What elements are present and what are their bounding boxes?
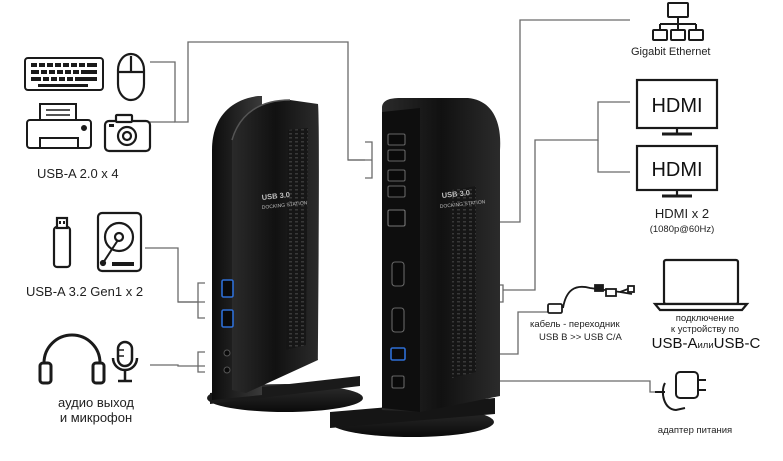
mouse-icon — [116, 52, 146, 102]
connector-lines-left — [145, 41, 373, 373]
printer-icon — [26, 103, 92, 149]
monitor-1-icon — [635, 78, 719, 136]
power-label: адаптер питания — [657, 425, 733, 436]
microphone-icon — [111, 340, 139, 383]
audio-label-line1: аудио выход — [58, 395, 134, 410]
front-badge-line2: DOCKING STATION — [262, 200, 308, 211]
usb-flash-drive-icon — [52, 216, 72, 269]
laptop-icon — [652, 258, 750, 312]
hdmi-res-label: (1080p@60Hz) — [649, 224, 715, 235]
connect-label-line2: к устройству по — [670, 324, 740, 335]
usb-cable-icon — [547, 284, 635, 314]
keyboard-icon — [24, 57, 104, 91]
connect-options: USB-AилиUSB-C — [646, 335, 766, 353]
network-icon — [652, 2, 704, 41]
docking-station-rear — [330, 98, 501, 437]
rear-badge-line2: DOCKING STATION — [440, 199, 486, 210]
monitor-2-text: HDMI — [651, 159, 702, 181]
ethernet-label: Gigabit Ethernet — [631, 46, 711, 58]
camera-icon — [103, 113, 152, 153]
connect-or: или — [697, 340, 714, 351]
headphones-icon — [38, 333, 106, 385]
hard-drive-icon — [96, 211, 143, 273]
cable-label-line2: USB B >> USB C/A — [539, 332, 622, 343]
front-badge-line1: USB 3.0 — [261, 190, 290, 202]
docking-station-front — [207, 96, 363, 412]
usb32-label: USB-A 3.2 Gen1 x 2 — [26, 284, 144, 299]
usb2-label: USB-A 2.0 x 4 — [37, 166, 119, 181]
power-adapter-icon — [655, 371, 706, 412]
rear-badge-line1: USB 3.0 — [441, 188, 470, 200]
monitor-1-text: HDMI — [651, 95, 702, 117]
cable-label-line1: кабель - переходник — [530, 319, 620, 330]
connect-usbc: USB-C — [713, 335, 761, 352]
hdmi-count-label: HDMI x 2 — [654, 206, 710, 221]
monitor-2-icon — [635, 144, 719, 198]
connect-usba: USB-A — [651, 335, 698, 352]
audio-label-line2: и микрофон — [59, 410, 133, 425]
connect-label-line1: подключение — [675, 313, 735, 324]
front-badge: USB 3.0 DOCKING STATION — [261, 190, 308, 211]
rear-badge: USB 3.0 DOCKING STATION — [440, 188, 486, 210]
